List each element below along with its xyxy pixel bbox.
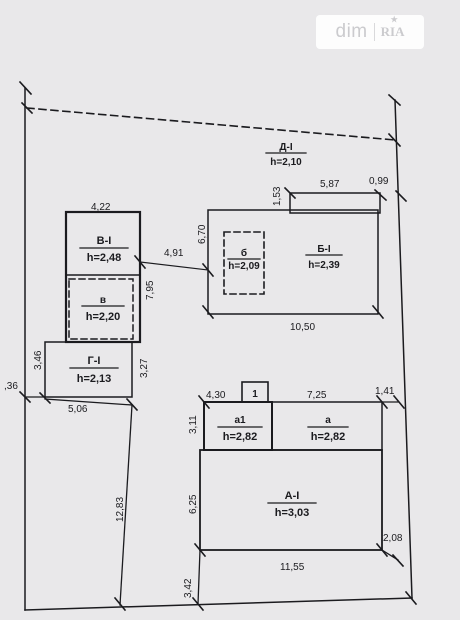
line-g1-right-down [119, 404, 133, 606]
watermark-separator [373, 23, 375, 41]
boundary-right [394, 99, 413, 599]
dim-3-27: 3,27 [139, 358, 150, 378]
room-b-name: б [241, 247, 247, 259]
watermark-dim-text: dim [335, 21, 368, 42]
dim-2-08: 2,08 [383, 533, 403, 544]
tick [375, 542, 389, 558]
tick [404, 590, 418, 606]
room-v-dashed [68, 278, 134, 340]
tick [197, 394, 211, 410]
tick [125, 397, 139, 412]
building-d1 [289, 192, 381, 214]
tick [38, 391, 52, 405]
tick [375, 394, 389, 410]
building-a-main [199, 449, 383, 551]
dim-4-91: 4,91 [164, 248, 184, 259]
room-v-name: в [100, 295, 106, 306]
dim-10-50: 10,50 [290, 322, 315, 333]
building-b1 [207, 209, 379, 315]
room-a-main-name: А-I [285, 490, 300, 502]
tick [18, 390, 32, 404]
room-v1-name: В-I [97, 235, 112, 247]
tick [391, 553, 405, 568]
tick [371, 304, 385, 320]
dim-3-46: 3,46 [33, 350, 44, 370]
room-b-height: h=2,09 [228, 261, 260, 272]
tick [394, 189, 408, 203]
dim-5-06: 5,06 [68, 404, 88, 415]
dim-4-30: 4,30 [206, 390, 226, 401]
watermark-ria-text: RIA [381, 15, 405, 40]
line-g1-bottom-ext [44, 398, 133, 406]
tick [193, 542, 207, 558]
dim-5-87: 5,87 [320, 179, 340, 190]
tick [392, 394, 406, 410]
tick [18, 80, 33, 96]
room-b1-height: h=2,39 [308, 260, 340, 271]
tick [20, 101, 34, 115]
line-a-bottom-down [197, 549, 201, 605]
tick [133, 254, 147, 270]
dim-0-99: 0,99 [369, 176, 389, 187]
room-d1-name: Д-I [279, 142, 292, 153]
room-a1-name: а1 [234, 415, 246, 426]
building-g1 [44, 341, 133, 398]
dim-1-53: 1,53 [272, 186, 283, 206]
dim-6-70: 6,70 [197, 224, 208, 244]
room-a1-height: h=2,82 [223, 431, 258, 443]
room-d1-height: h=2,10 [270, 157, 302, 168]
room-a-name: а [325, 415, 331, 426]
tick [191, 596, 205, 612]
dim-3-42: 3,42 [183, 578, 194, 598]
dim-3-11: 3,11 [188, 415, 199, 434]
dim-7-25: 7,25 [307, 390, 327, 401]
tick [373, 188, 388, 202]
room-b1-name: Б-I [317, 244, 331, 255]
dimria-watermark: dim RIA [316, 15, 424, 49]
room-a-main-height: h=3,03 [275, 507, 310, 519]
boundary-top-dashed [26, 107, 396, 141]
dim-1-41: 1,41 [375, 386, 395, 397]
tick [113, 596, 127, 612]
tick [283, 186, 297, 200]
room-v1-height: h=2,48 [87, 252, 122, 264]
room-g1-height: h=2,13 [77, 373, 112, 385]
room-v-height: h=2,20 [86, 311, 121, 323]
room-b-dashed [223, 231, 265, 295]
tick [387, 93, 402, 107]
dim-7-95: 7,95 [145, 280, 156, 300]
line-v1-b1-link [139, 261, 209, 271]
room-g1-name: Г-I [88, 355, 101, 367]
dim-4-22: 4,22 [91, 202, 111, 213]
dim-11-55: 11,55 [280, 562, 305, 573]
tick [387, 132, 402, 148]
tick [201, 304, 215, 320]
dim-6-25: 6,25 [188, 494, 199, 514]
porch-number: 1 [252, 389, 258, 400]
boundary-bottom [24, 597, 413, 611]
tick [201, 262, 215, 278]
room-a-height: h=2,82 [311, 431, 346, 443]
dim-0-36: ,36 [4, 381, 18, 392]
dim-12-83: 12,83 [115, 497, 126, 522]
